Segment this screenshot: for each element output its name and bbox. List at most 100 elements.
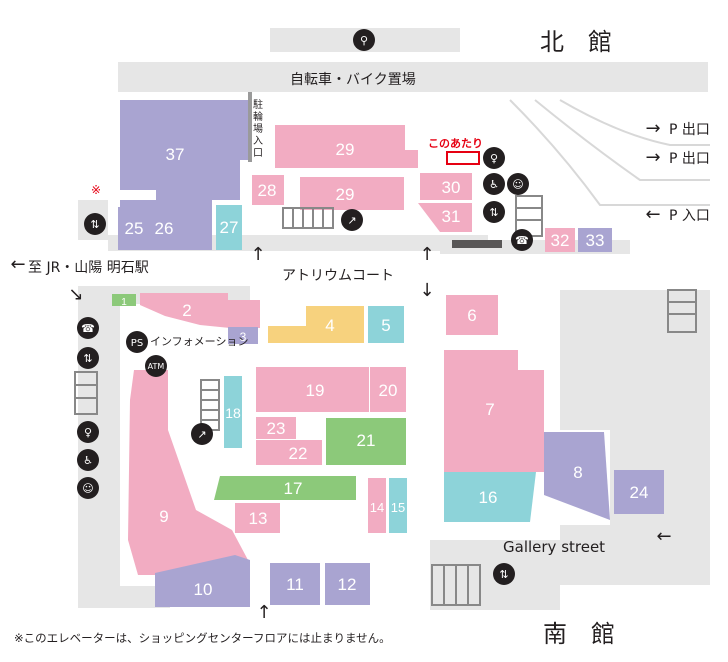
store-label-20: 20 [379, 381, 398, 400]
svg-text:輪: 輪 [253, 110, 263, 123]
store-30[interactable] [420, 173, 472, 200]
store-label-32: 32 [551, 231, 570, 250]
store-9[interactable] [128, 370, 248, 575]
elevator-icon [493, 563, 515, 585]
store-label-7: 7 [485, 400, 494, 419]
store-label-26: 26 [155, 219, 174, 238]
store-15[interactable] [389, 478, 407, 533]
store-label-16: 16 [479, 488, 498, 507]
accessible-restroom-icon [483, 173, 505, 195]
bicycle-entrance-label: 駐 輪 場 入 口 [253, 98, 263, 159]
parking-entrance-label: P 入口 [669, 208, 710, 224]
store-22[interactable] [256, 440, 322, 465]
store-14[interactable] [368, 478, 386, 533]
store-label-17: 17 [284, 479, 303, 498]
store-17[interactable] [214, 476, 356, 500]
svg-text:↘: ↘ [68, 284, 83, 305]
store-12[interactable] [325, 563, 370, 605]
restroom-icon [77, 421, 99, 443]
parking-lanes [509, 99, 710, 206]
store-label-22: 22 [289, 444, 308, 463]
svg-text:↑: ↑ [419, 244, 434, 265]
store-blocks [112, 100, 664, 607]
store-28[interactable] [252, 175, 284, 205]
north-entrance-divider [248, 92, 252, 162]
store-11[interactable] [270, 563, 320, 605]
store-21[interactable] [326, 418, 406, 465]
store-3[interactable] [228, 327, 258, 344]
store-label-12: 12 [338, 575, 357, 594]
store-label-37: 37 [166, 145, 185, 164]
escalator-icon [341, 209, 363, 231]
store-label-27: 27 [220, 218, 239, 237]
elevator-icon [84, 213, 106, 235]
phone-icon [77, 317, 99, 339]
store-20[interactable] [370, 367, 406, 412]
store-19[interactable] [256, 367, 369, 412]
map-text: 北 館 南 館 自転車・バイク置場 このあたり P 出口 P 出口 P 入口 至… [14, 28, 710, 648]
store-label-21: 21 [357, 431, 376, 450]
store-13[interactable] [235, 503, 280, 533]
store-16[interactable] [444, 472, 536, 522]
escalator-bar [452, 240, 502, 248]
store-2[interactable] [140, 293, 260, 328]
store-label-1: 1 [121, 297, 127, 308]
store-23[interactable] [256, 417, 296, 439]
elevator-icon [77, 347, 99, 369]
store-label-8: 8 [573, 463, 582, 482]
store-label-15: 15 [391, 500, 405, 515]
store-label-10: 10 [194, 580, 213, 599]
svg-text:↓: ↓ [419, 280, 434, 301]
elevator-asterisk: ※ [91, 183, 101, 197]
svg-text:↑: ↑ [256, 602, 271, 623]
ps-label: PS [131, 338, 143, 349]
store-label-33: 33 [586, 231, 605, 250]
store-label-14: 14 [370, 500, 384, 515]
svg-text:☺: ☺ [512, 178, 523, 191]
store-26[interactable] [152, 212, 176, 250]
store-29a[interactable] [275, 125, 418, 168]
store-32[interactable] [545, 228, 575, 252]
svg-text:⇅: ⇅ [83, 352, 92, 365]
svg-text:口: 口 [253, 148, 263, 159]
store-27[interactable] [216, 205, 242, 250]
bicycle-parking-label: 自転車・バイク置場 [290, 71, 416, 88]
svg-text:↗: ↗ [197, 428, 206, 441]
store-7[interactable] [444, 350, 544, 472]
bicycle-icon [353, 29, 375, 51]
icon-glyphs: ⚲ ♀ ♿ ☺ ⇅ ☎ ↗ ⇅ ☎ ⇅ ♀ ♿ ☺ ↗ ⇅ PS ATM [81, 34, 529, 581]
south-building-label: 南 館 [543, 620, 615, 648]
store-label-19: 19 [306, 381, 325, 400]
direction-arrows: → → ← ← ↘ ↑ ↑ ↓ ← ↑ [10, 118, 671, 623]
store-label-29a: 29 [336, 140, 355, 159]
svg-text:⇅: ⇅ [499, 568, 508, 581]
store-4[interactable] [268, 306, 364, 343]
this-area-label: このあたり [428, 137, 483, 150]
store-label-31: 31 [442, 207, 461, 226]
store-6[interactable] [446, 295, 498, 335]
svg-text:⚲: ⚲ [360, 34, 368, 47]
store-label-2: 2 [182, 301, 191, 320]
svg-text:→: → [645, 118, 660, 139]
store-8[interactable] [544, 432, 610, 520]
svg-text:⇅: ⇅ [489, 206, 498, 219]
store-label-4: 4 [325, 316, 334, 335]
store-label-24: 24 [630, 483, 649, 502]
svg-text:←: ← [656, 526, 671, 547]
escalator-icon [191, 423, 213, 445]
svg-text:↑: ↑ [250, 244, 265, 265]
store-1[interactable] [112, 294, 136, 306]
store-10[interactable] [155, 555, 250, 607]
store-label-9: 9 [159, 507, 168, 526]
north-building-label: 北 館 [540, 28, 612, 56]
store-33[interactable] [578, 228, 612, 252]
store-5[interactable] [368, 306, 404, 343]
svg-text:♀: ♀ [490, 152, 498, 165]
baby-care-icon [77, 477, 99, 499]
store-31[interactable] [418, 203, 472, 232]
store-24[interactable] [614, 470, 664, 514]
store-18[interactable] [224, 376, 242, 448]
store-29b[interactable] [300, 177, 404, 210]
store-25[interactable] [118, 207, 152, 250]
restroom-icon [483, 147, 505, 169]
